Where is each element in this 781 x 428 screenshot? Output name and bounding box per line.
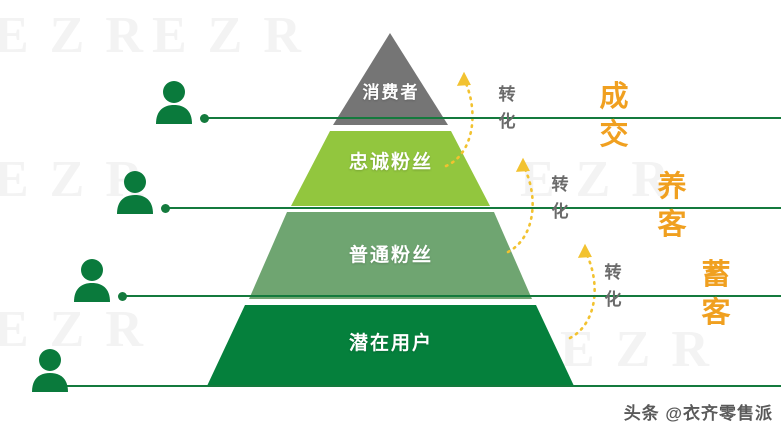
pyramid-tier-4-label: 潜在用户 (348, 333, 433, 354)
conversion-arrowhead-1 (456, 71, 471, 86)
conversion-label-1-char-1: 转 (498, 85, 516, 104)
person-icon (117, 171, 153, 214)
connector-dot-2 (161, 204, 170, 213)
stage-label-1-char-2: 交 (599, 119, 629, 151)
conversion-arrowhead-3 (577, 243, 592, 258)
connector-dot-3 (118, 292, 127, 301)
source-watermark: 头条 @衣齐零售派 (623, 404, 773, 423)
background-watermark: E Z R (0, 301, 147, 358)
pyramid-tier-3-label: 普通粉丝 (348, 245, 433, 266)
conversion-label-3-char-1: 转 (604, 263, 622, 282)
background-watermark: E Z R (560, 321, 713, 378)
stage-label-yangke: 养 客 (652, 168, 692, 244)
conversion-label-1-char-2: 化 (498, 112, 516, 131)
background-watermark: E Z R (152, 7, 305, 64)
connector-dot-1 (200, 114, 209, 123)
stage-label-3-char-1: 蓄 (701, 259, 731, 291)
person-icon (32, 349, 68, 392)
conversion-label-3: 转 化 (600, 259, 626, 313)
person-icon (74, 259, 110, 302)
stage-label-2-char-2: 客 (657, 209, 687, 241)
background-watermark: E Z R (520, 151, 673, 208)
stage-label-1-char-1: 成 (599, 81, 629, 113)
conversion-label-2-char-1: 转 (551, 175, 569, 194)
stage-label-chengjiao: 成 交 (594, 78, 634, 154)
conversion-label-2-char-2: 化 (551, 202, 569, 221)
stage-label-2-char-1: 养 (657, 171, 687, 203)
pyramid-tier-2-label: 忠诚粉丝 (348, 152, 433, 173)
stage-label-xuke: 蓄 客 (696, 256, 736, 332)
conversion-label-3-char-2: 化 (604, 290, 622, 309)
person-icon (156, 81, 192, 124)
pyramid-tier-1-label: 消费者 (362, 83, 420, 102)
background-watermark: E Z R (0, 151, 147, 208)
stage-label-3-char-2: 客 (701, 297, 731, 329)
connector-line-4 (63, 385, 781, 387)
background-watermark: E Z R (0, 7, 147, 64)
conversion-label-1: 转 化 (494, 81, 520, 135)
connector-line-3 (123, 295, 781, 297)
connector-line-2 (166, 207, 781, 209)
conversion-label-2: 转 化 (547, 171, 573, 225)
connector-line-1 (205, 117, 781, 119)
